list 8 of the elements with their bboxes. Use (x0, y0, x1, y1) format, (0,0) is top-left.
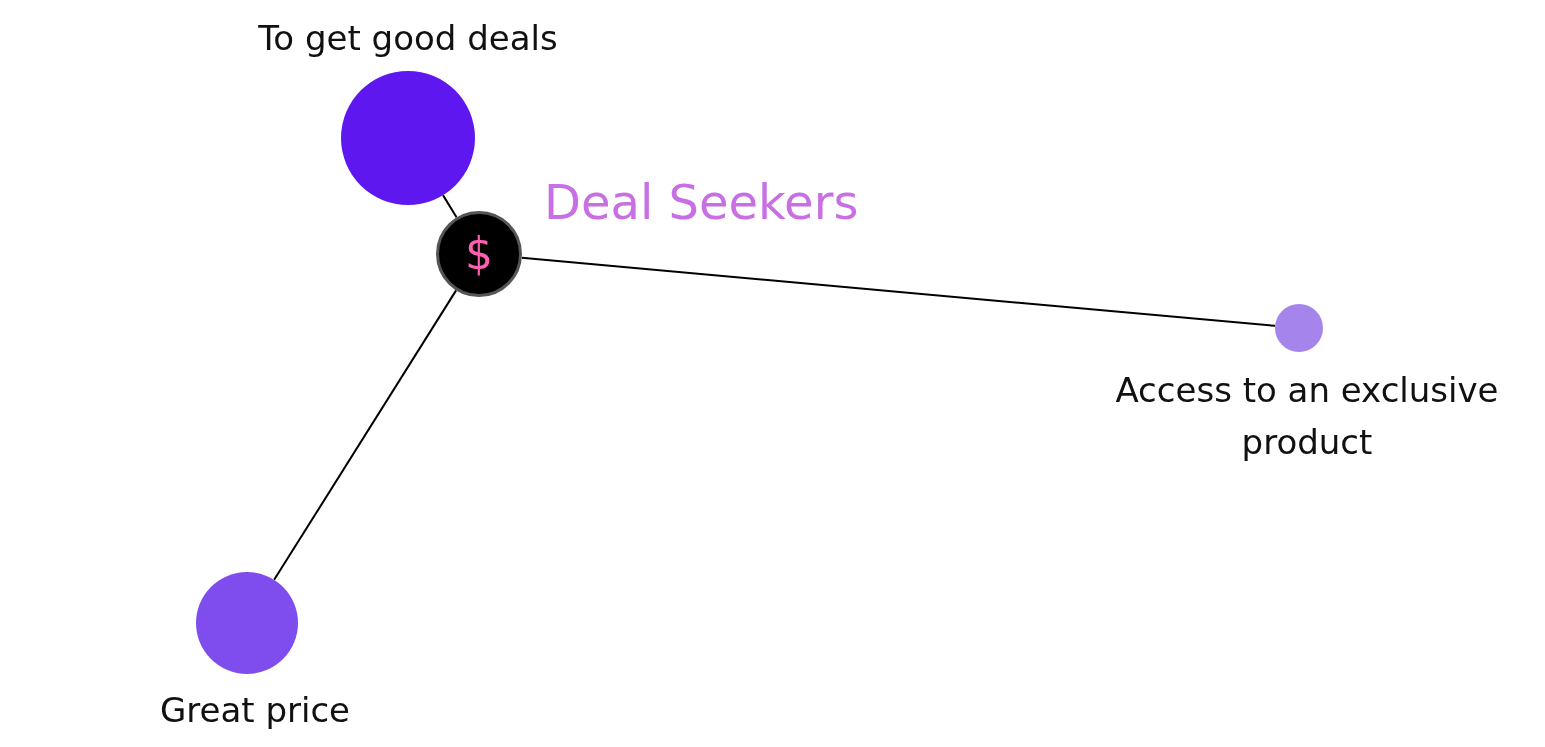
connector-line (520, 256, 1277, 327)
node-label: Access to an exclusive product (1114, 369, 1500, 464)
node-label: Great price (158, 689, 352, 732)
connector-line (442, 194, 458, 219)
dollar-sign: $ (465, 232, 493, 276)
group-title: Deal Seekers (544, 174, 859, 230)
connector-line (273, 289, 458, 581)
node-label: To get good deals (257, 17, 559, 60)
